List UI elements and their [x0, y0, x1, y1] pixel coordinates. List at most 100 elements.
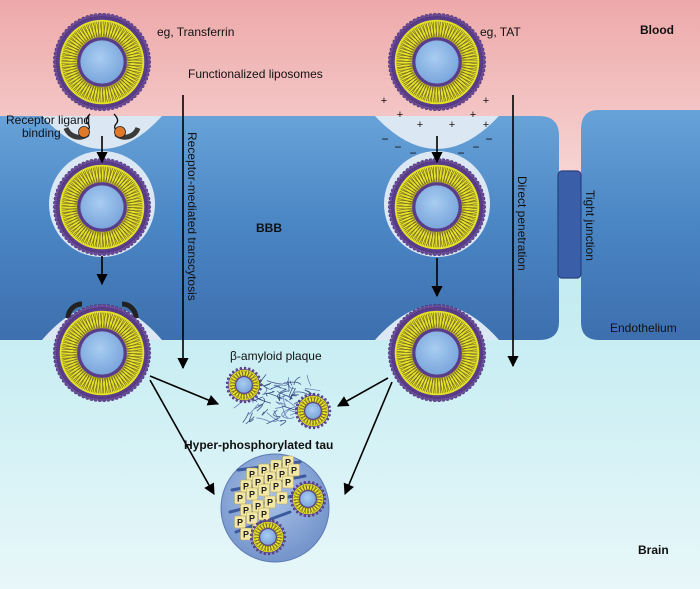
amyloid-fiber	[248, 412, 254, 423]
phosphate-label: P	[249, 514, 255, 524]
positive-charge: +	[397, 109, 403, 121]
phosphate-label: P	[237, 518, 243, 528]
amyloid-fiber	[281, 405, 295, 419]
phosphate-label: P	[279, 470, 285, 480]
positive-charge: +	[483, 119, 489, 131]
positive-charge: +	[483, 95, 489, 107]
arrow-rmt-plaque	[149, 375, 220, 406]
amyloid-fiber	[262, 390, 275, 395]
direct-penetration-label: Direct penetration	[515, 176, 529, 271]
liposome-rmt-exit	[52, 303, 152, 403]
phosphate-label: P	[249, 470, 255, 480]
amyloid-fiber	[261, 408, 269, 416]
phosphate-label: P	[243, 506, 249, 516]
transferrin-label: eg, Transferrin	[157, 25, 234, 39]
functionalized-label: Functionalized liposomes	[188, 67, 323, 81]
liposome-transferrin	[52, 12, 152, 112]
ligand-left	[78, 126, 90, 138]
amyloid-fiber	[256, 404, 263, 412]
amyloid-fiber	[266, 380, 283, 385]
tat-label: eg, TAT	[480, 25, 521, 39]
phosphate-label: P	[291, 466, 297, 476]
endothelium-label: Endothelium	[610, 321, 677, 335]
rmt-label: Receptor-mediated transcytosis	[185, 132, 199, 301]
arrow-dp-plaque	[337, 377, 389, 407]
amyloid-fiber	[275, 402, 286, 409]
phosphate-tag	[234, 515, 246, 529]
amyloid-fiber	[278, 395, 281, 402]
plaque-label: β-amyloid plaque	[230, 349, 322, 363]
amyloid-fiber	[273, 384, 287, 390]
phosphate-label: P	[285, 478, 291, 488]
amyloid-fiber	[270, 386, 281, 390]
phosphate-tag	[288, 463, 300, 477]
negative-charge: −	[472, 140, 479, 154]
amyloid-fiber	[254, 397, 266, 410]
amyloid-fiber	[277, 390, 289, 400]
liposome-tau-right	[289, 480, 327, 518]
amyloid-fiber	[275, 401, 283, 405]
receptor-label-line2: binding	[22, 126, 61, 140]
endothelial-cell-right	[581, 110, 700, 340]
negative-charge: −	[457, 146, 464, 160]
tau-label: Hyper-phosphorylated tau	[184, 438, 333, 452]
pathway-arrows	[96, 95, 519, 496]
phosphate-tag	[276, 491, 288, 505]
phosphate-label: P	[273, 482, 279, 492]
liposome-tau-bottom	[249, 518, 287, 556]
amyloid-fiber	[287, 377, 296, 390]
phosphate-tag	[258, 483, 270, 497]
receptor-pocket-top	[42, 116, 162, 149]
positive-charge: +	[417, 119, 423, 131]
ligand-right	[114, 126, 126, 138]
positive-charge: +	[381, 95, 387, 107]
amyloid-fiber	[259, 381, 273, 390]
amyloid-fiber	[306, 374, 312, 387]
phosphate-label: P	[261, 486, 267, 496]
phosphate-label: P	[249, 490, 255, 500]
amyloid-fiber	[245, 416, 255, 425]
liposome-tat	[387, 12, 487, 112]
amyloid-plaque	[225, 366, 332, 430]
negative-charge: −	[409, 146, 416, 160]
charge-markers: +++++++−−−−−−	[381, 95, 493, 160]
positive-charge: +	[470, 109, 476, 121]
tight-junction-label: Tight junction	[583, 190, 597, 261]
tau-liposome-layer	[249, 480, 327, 556]
liposome-plaque-right	[294, 392, 332, 430]
amyloid-fiber	[289, 388, 296, 401]
receptor-bottom-right	[121, 301, 139, 319]
phosphate-tag	[246, 511, 258, 525]
receptor-label-line1: Receptor ligand	[6, 113, 90, 127]
phosphate-tag	[246, 487, 258, 501]
phosphate-label: P	[243, 530, 249, 540]
amyloid-fiber	[242, 412, 249, 423]
phosphate-label: P	[261, 510, 267, 520]
bbb-label: BBB	[256, 221, 282, 235]
negative-charge: −	[381, 132, 388, 146]
phosphate-label: P	[285, 458, 291, 468]
amyloid-fiber	[281, 405, 296, 411]
phosphate-label: P	[255, 502, 261, 512]
liposome-plaque-left	[225, 366, 263, 404]
negative-charge: −	[485, 132, 492, 146]
penetration-pocket-top	[375, 116, 499, 149]
phosphate-label: P	[273, 462, 279, 472]
positive-charge: +	[449, 119, 455, 131]
liposome-rmt-middle	[52, 157, 152, 257]
phosphate-tag	[264, 495, 276, 509]
amyloid-fiber	[279, 419, 287, 426]
phosphate-label: P	[267, 474, 273, 484]
arrow-dp-tau	[343, 381, 393, 496]
amyloid-fiber	[256, 417, 272, 423]
phosphate-tag	[270, 479, 282, 493]
amyloid-fiber	[273, 409, 281, 418]
phosphate-label: P	[279, 494, 285, 504]
liposome-dp-middle	[387, 157, 487, 257]
negative-charge: −	[394, 140, 401, 154]
amyloid-fiber	[282, 381, 302, 385]
tight-junction	[557, 170, 582, 279]
arrow-rmt-tau	[149, 379, 215, 495]
